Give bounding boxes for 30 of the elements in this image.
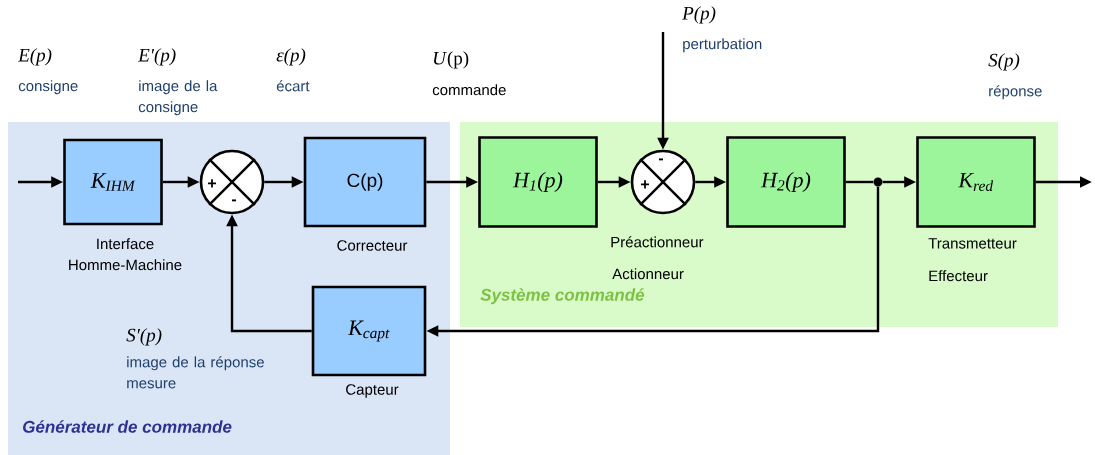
signal-symbol: E′(p) xyxy=(138,48,176,66)
signal-name: image de la consigne xyxy=(138,80,218,116)
summing-junction: + - xyxy=(199,149,265,215)
signal-symbol: S(p) xyxy=(988,53,1020,71)
block-caption: Effecteur xyxy=(929,270,988,282)
block-caption: Capteur xyxy=(346,384,399,398)
signal-symbol: E(p) xyxy=(18,48,52,66)
signal-symbol: S′(p) xyxy=(126,328,162,346)
transfer-block: K$_{capt}$ xyxy=(311,285,427,377)
transfer-block: H$_{1}$(p) xyxy=(478,136,598,228)
signal-symbol: P(p) xyxy=(682,6,716,24)
signal-name: Actionneur xyxy=(612,268,684,280)
signal-name: perturbation xyxy=(683,38,762,53)
transfer-block: K$_{red}$ xyxy=(916,136,1036,228)
transfer-block: H$_{2}$(p) xyxy=(726,136,846,228)
signal-symbol: U(p) xyxy=(433,51,469,69)
transfer-block: K$_{IHM}$ xyxy=(63,138,163,226)
signal-name: image de la réponse mesure xyxy=(127,356,264,389)
block-caption: Interface Homme-Machine xyxy=(69,238,182,271)
signal-name: commande xyxy=(432,84,506,96)
signal-name: Préactionneur xyxy=(611,236,704,248)
signal-name: réponse xyxy=(989,85,1042,100)
signal-name: écart xyxy=(276,80,310,92)
signal-symbol: ε(p) xyxy=(276,48,306,66)
signal-name: consigne xyxy=(18,80,78,95)
branch-point xyxy=(873,177,883,187)
summing-junction: - + xyxy=(630,149,696,215)
block-caption: Correcteur xyxy=(337,240,408,251)
transfer-block: C(p) xyxy=(303,136,427,228)
block-caption: Transmetteur xyxy=(928,238,1017,249)
